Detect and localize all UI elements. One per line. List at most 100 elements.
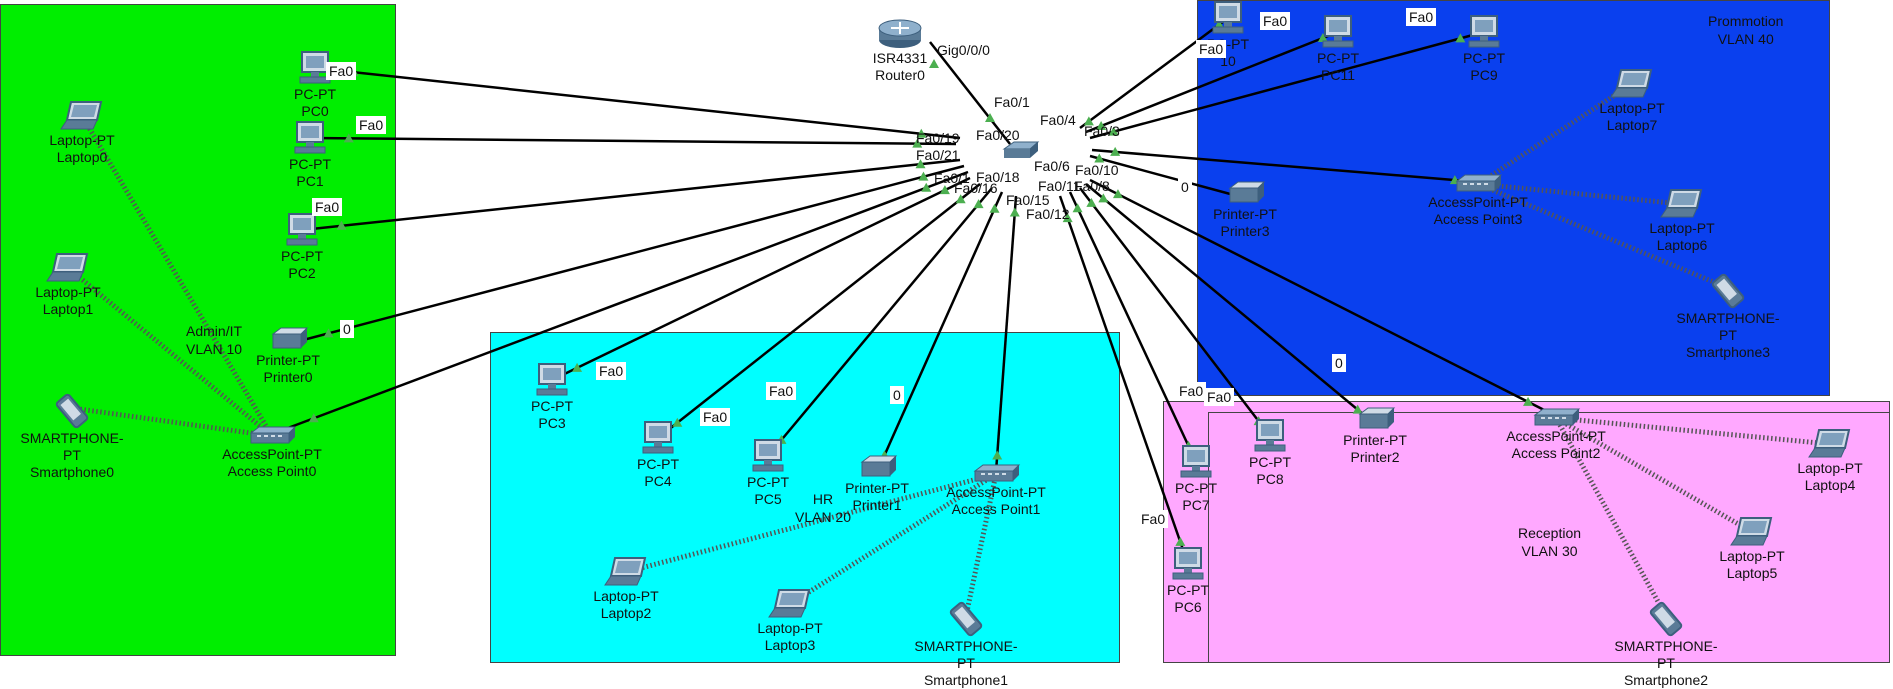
link-status-indicator bbox=[1072, 203, 1083, 213]
device-type: Laptop-PT bbox=[1599, 100, 1665, 116]
zone-vlan: VLAN 10 bbox=[186, 341, 243, 357]
link-status-indicator bbox=[992, 450, 1003, 460]
link-status-indicator bbox=[973, 199, 984, 209]
link-status-indicator bbox=[323, 328, 334, 338]
wireless-link[interactable] bbox=[1477, 181, 1729, 291]
cable-pc4[interactable] bbox=[657, 183, 981, 439]
wireless-link[interactable] bbox=[1476, 81, 1634, 187]
cable-pc0[interactable] bbox=[314, 66, 961, 140]
port-label-printer2: 0 bbox=[1332, 354, 1346, 372]
cable-pc10[interactable] bbox=[1079, 16, 1229, 130]
link-status-indicator bbox=[308, 413, 319, 423]
link-status-indicator bbox=[343, 133, 354, 143]
cable-ap1[interactable] bbox=[994, 195, 1018, 473]
port-label-printer1: 0 bbox=[890, 386, 904, 404]
wireless-link[interactable] bbox=[788, 471, 998, 607]
cable-printer0[interactable] bbox=[287, 164, 965, 346]
pc-icon bbox=[1141, 444, 1251, 480]
device-type: PC-PT bbox=[281, 248, 323, 264]
device-name: Smartphone2 bbox=[1623, 672, 1709, 688]
switch-node[interactable] bbox=[1000, 139, 1040, 161]
cable-pc2[interactable] bbox=[301, 158, 961, 232]
cable-printer1[interactable] bbox=[875, 191, 1004, 473]
device-type: Printer-PT bbox=[256, 352, 320, 368]
smartphone-icon bbox=[911, 600, 1021, 638]
router-node[interactable]: ISR4331 Router0 bbox=[845, 16, 955, 84]
cable-pc1[interactable] bbox=[309, 136, 957, 146]
zone-promo-vlan40 bbox=[1197, 0, 1830, 396]
device-type: AccessPoint-PT bbox=[222, 446, 322, 462]
device-name: Laptop7 bbox=[1606, 117, 1658, 133]
device-type: SMARTPHONE-PT bbox=[1614, 638, 1718, 671]
cable-pc8[interactable] bbox=[1079, 187, 1271, 437]
cable-printer2[interactable] bbox=[1085, 183, 1376, 425]
wireless-link[interactable] bbox=[1553, 416, 1669, 618]
printer-icon bbox=[1320, 406, 1430, 432]
wireless-link[interactable] bbox=[1555, 415, 1831, 447]
device-name: PC7 bbox=[1182, 497, 1210, 513]
wireless-link[interactable] bbox=[71, 405, 273, 439]
cable-printer3[interactable] bbox=[1089, 154, 1246, 200]
cable-pc5[interactable] bbox=[767, 187, 993, 457]
zone-reception-vlan30-overlay bbox=[1208, 412, 1890, 663]
router-switch-cable[interactable] bbox=[929, 41, 1011, 145]
link-status-indicator bbox=[916, 128, 927, 138]
device-name: PC1 bbox=[296, 173, 324, 189]
cable-ap2[interactable] bbox=[1089, 178, 1557, 418]
laptop-icon bbox=[1697, 516, 1807, 548]
cable-pc7[interactable] bbox=[1068, 191, 1198, 463]
device-name: 10 bbox=[1220, 53, 1236, 69]
device-type: PC-PT bbox=[1207, 36, 1249, 52]
device-name: PC6 bbox=[1174, 599, 1202, 615]
wireless-link[interactable] bbox=[963, 473, 999, 617]
cable-pc6[interactable] bbox=[1058, 195, 1190, 565]
device-type: Laptop-PT bbox=[1719, 548, 1785, 564]
wireless-link[interactable] bbox=[66, 266, 274, 438]
device-type: PC-PT bbox=[1175, 480, 1217, 496]
port-label-printer0: 0 bbox=[340, 320, 354, 338]
cable-pc3[interactable] bbox=[551, 176, 971, 382]
cable-pc11[interactable] bbox=[1085, 30, 1339, 134]
link-status-indicator bbox=[336, 220, 347, 230]
switch-port-label: Fa0/18 bbox=[976, 169, 1020, 185]
link-status-indicator bbox=[572, 362, 583, 372]
cable-layer bbox=[66, 16, 1831, 618]
wireless-link[interactable] bbox=[1554, 415, 1754, 535]
port-label-pc11: Fa0 bbox=[1260, 12, 1291, 30]
cable-ap3[interactable] bbox=[1091, 148, 1479, 184]
cable-pc9[interactable] bbox=[1089, 30, 1485, 140]
cable-ap0[interactable] bbox=[271, 170, 969, 436]
